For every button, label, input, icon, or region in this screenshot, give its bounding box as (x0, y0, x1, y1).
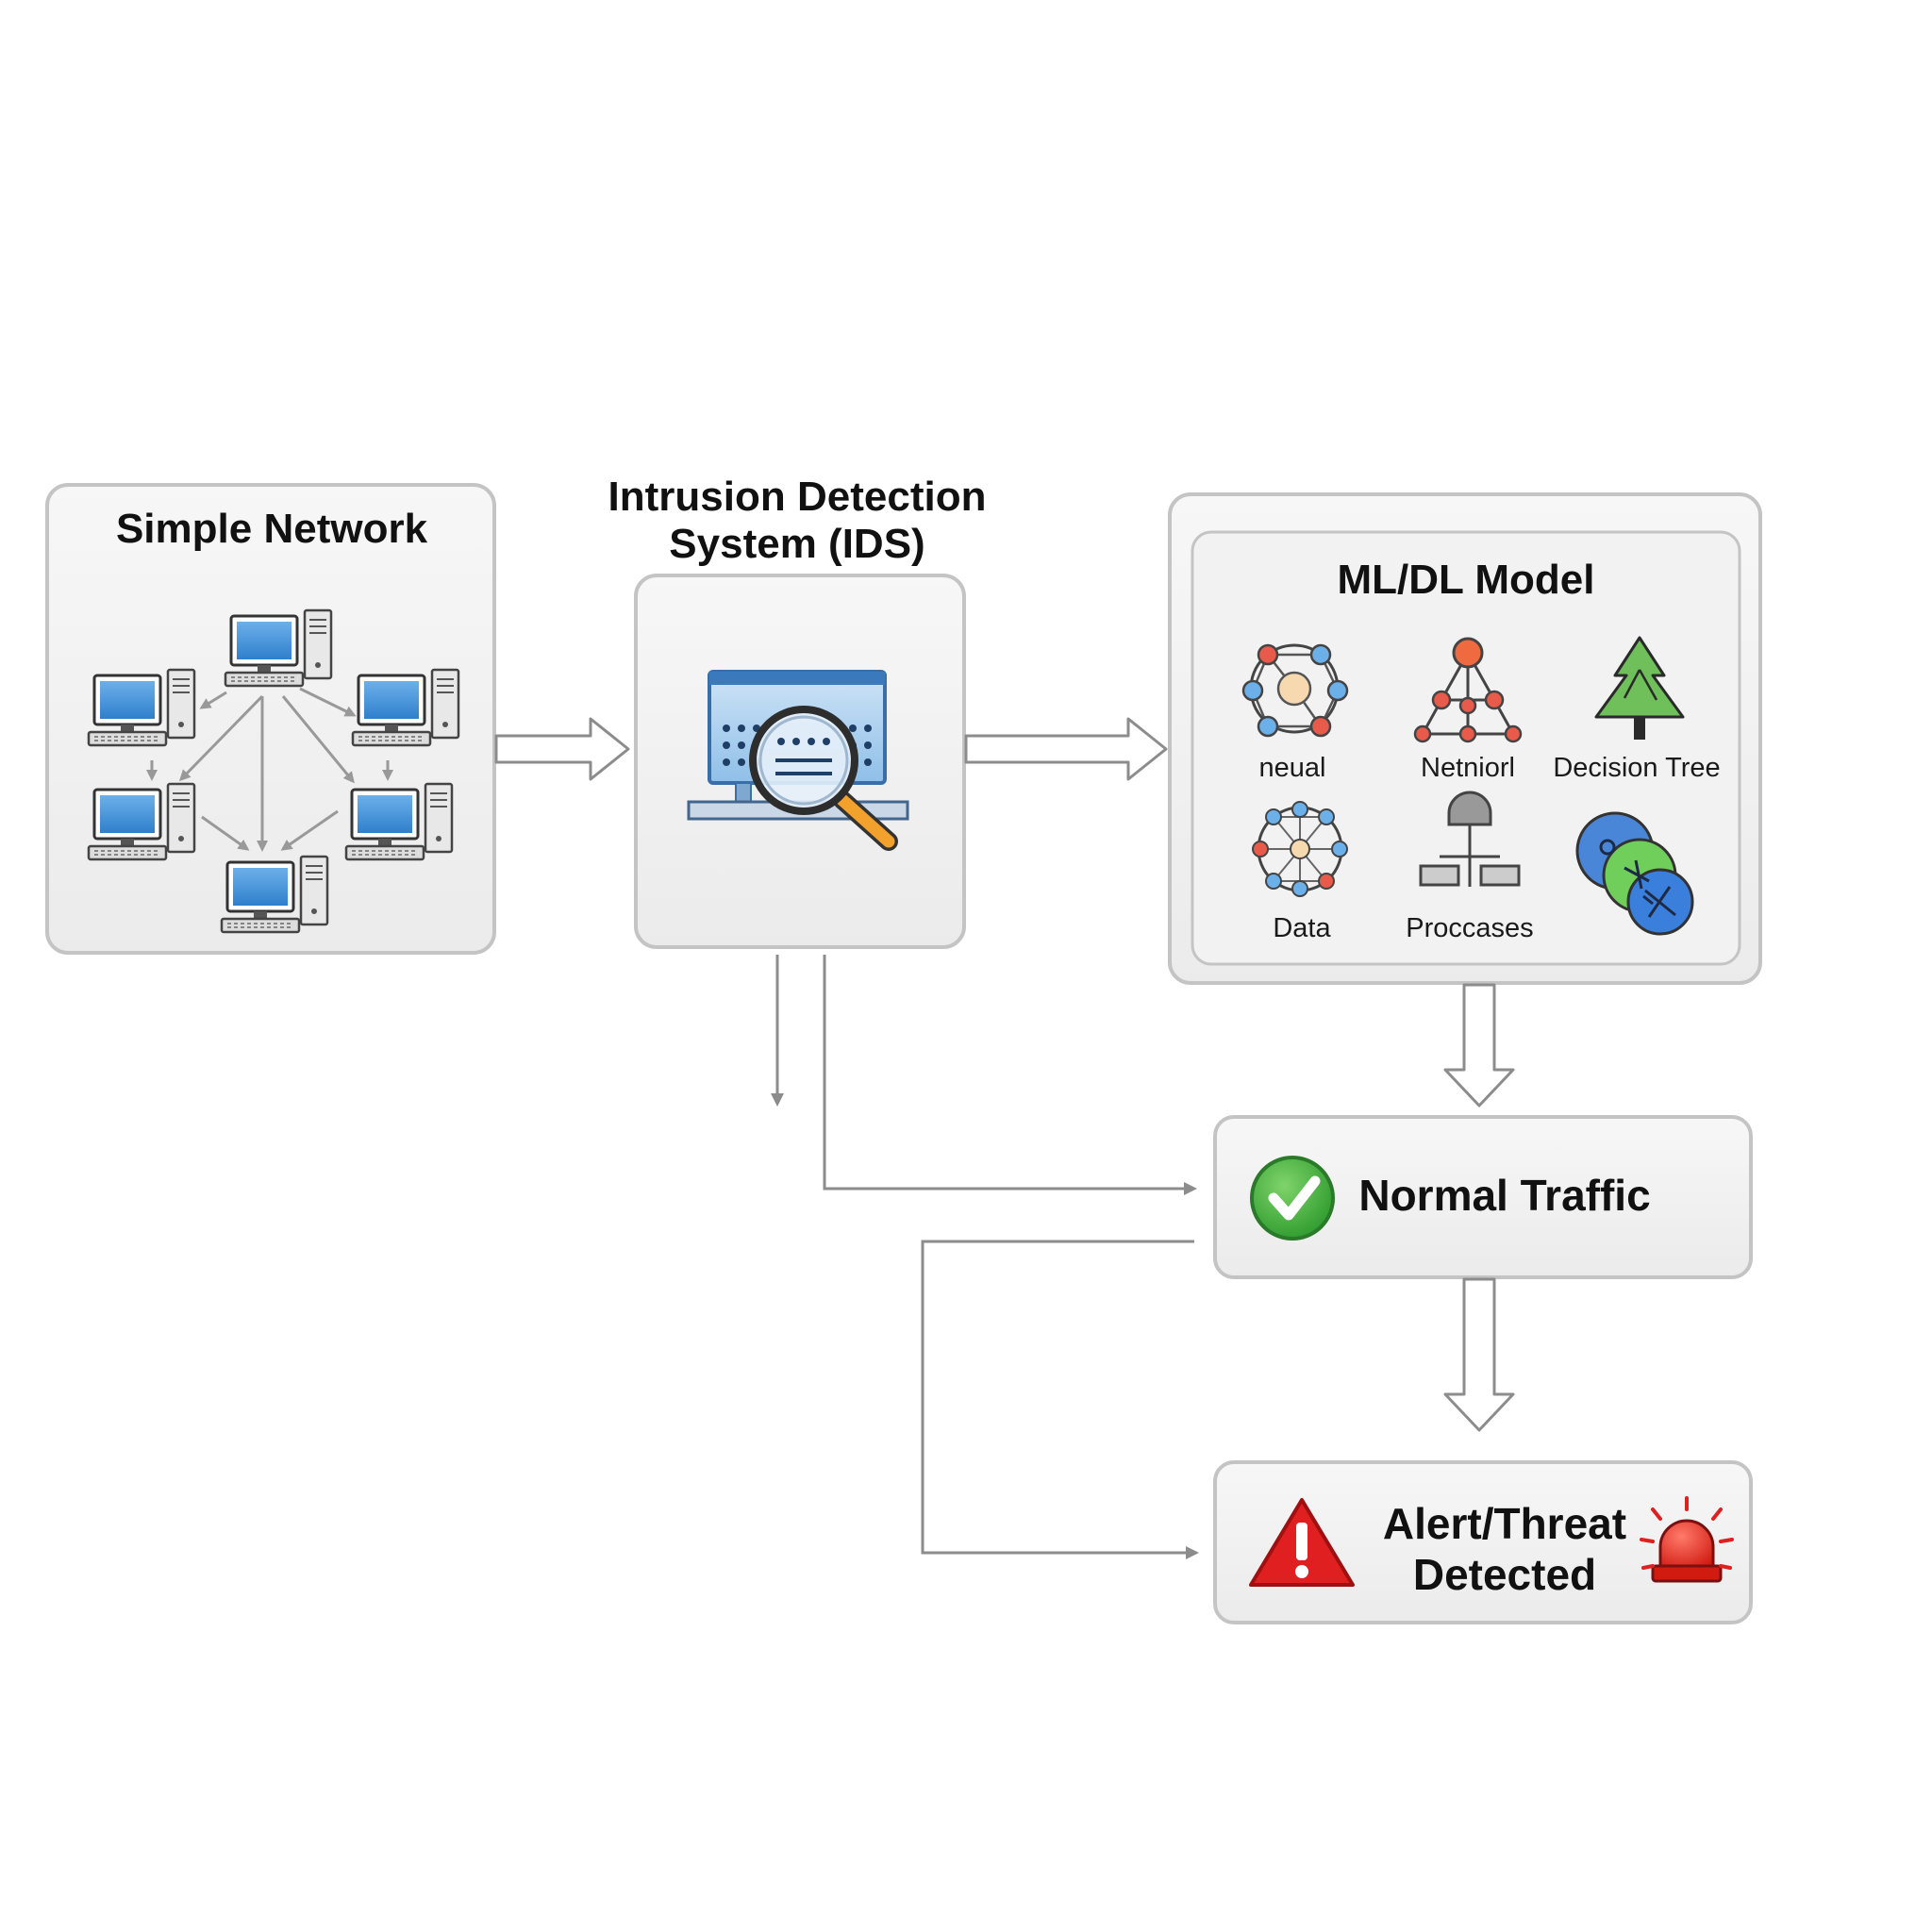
arrow-ids-to-model (964, 717, 1168, 781)
arrow-model-to-normal (1443, 983, 1515, 1108)
process-flow-icon (1419, 791, 1521, 887)
model-item-label: Decision Tree (1553, 753, 1721, 783)
computer-left-2 (87, 782, 196, 861)
ids-title-line1: Intrusion Detection (608, 474, 987, 520)
model-item-label: neual (1258, 753, 1326, 783)
alert-label-line2: Detected (1412, 1550, 1597, 1599)
normal-traffic-box (1213, 1115, 1753, 1279)
siren-icon (1640, 1496, 1734, 1583)
ids-title-line2: System (IDS) (669, 521, 925, 567)
computer-right-2 (344, 782, 454, 861)
computer-top (224, 608, 333, 688)
neural-network-icon (1241, 643, 1349, 738)
clusters-icon (1575, 811, 1694, 936)
data-mesh-icon (1252, 801, 1348, 897)
network-title: Simple Network (115, 506, 428, 552)
model-item-label: Netniorl (1421, 753, 1515, 783)
model-item-label: Proccases (1406, 913, 1534, 943)
arrow-normal-to-alert (1443, 1277, 1515, 1432)
decision-tree-icon (1594, 636, 1685, 740)
arrow-loop-to-normal (921, 1240, 1199, 1559)
network-graph-icon (1413, 637, 1523, 743)
model-item-label: Data (1273, 913, 1331, 943)
arrow-ids-to-normal (823, 955, 1197, 1195)
ids-magnifier-icon (687, 670, 909, 851)
check-circle-icon (1250, 1156, 1335, 1241)
model-title: ML/DL Model (1337, 557, 1595, 603)
arrow-network-to-ids (494, 717, 630, 781)
computer-bottom (220, 855, 329, 934)
computer-right-1 (351, 668, 460, 747)
computer-left-1 (87, 668, 196, 747)
network-computers (87, 608, 460, 934)
normal-traffic-label: Normal Traffic (1358, 1171, 1651, 1220)
warning-triangle-icon (1249, 1498, 1355, 1587)
alert-label-line1: Alert/Threat (1382, 1499, 1627, 1548)
